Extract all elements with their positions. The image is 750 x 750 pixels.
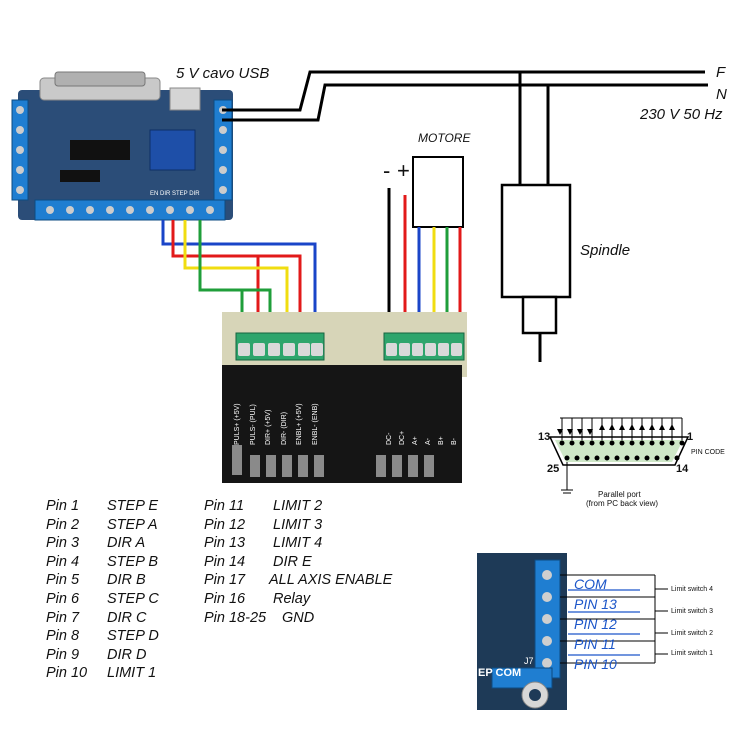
limit-board-text-2: J7 [524,656,534,666]
motor-label: MOTORE [418,131,471,145]
parallel-port-connector [548,417,690,494]
pp-caption-1: Parallel port [598,490,641,499]
board-port-label: EN DIR STEP DIR [150,191,200,197]
stepper-driver [222,312,467,483]
limit-pin-11: PIN 11 [574,636,616,652]
driver-left-labels: PULS+ (+5V) PULS- (PUL) DIR+ (+5V) DIR- … [230,345,319,445]
driver-label: PULS- (PUL) [249,404,257,445]
limit-pin-13: PIN 13 [574,596,617,612]
mains-label: 230 V 50 Hz [640,106,723,123]
limit-switch-1-label: Limit switch 1 [671,650,714,657]
limit-switch-4-label: Limit switch 4 [671,586,714,593]
driver-label: B+ [438,436,445,445]
driver-label: B- [451,438,458,445]
pp-pin-14: 14 [676,463,689,475]
driver-label: DIR- (DIR) [280,411,288,445]
driver-label: DIR+ (+5V) [265,409,272,445]
limit-pin-12: PIN 12 [574,616,617,632]
limit-switch-2-label: Limit switch 2 [671,630,714,637]
driver-label: ENBL+ (+5V) [296,403,303,445]
pp-pin-code: PIN CODE [691,449,725,456]
neutral-label: N [716,86,727,103]
limit-board-text: EP COM [478,667,522,679]
limit-switch-panel [477,553,668,710]
pp-pin-1: 1 [687,431,694,443]
breakout-board [11,71,233,221]
driver-right-labels: DC- DC+ A+ A- B+ B- [383,415,473,445]
limit-pin-com: COM [574,576,607,592]
pp-pin-25: 25 [547,463,560,475]
spindle [500,183,572,335]
limit-switch-3-label: Limit switch 3 [671,608,714,615]
driver-label: A+ [412,436,419,445]
spindle-label: Spindle [580,242,631,259]
driver-label: DC- [386,432,393,445]
phase-label: F [716,64,726,81]
mains-wires [222,70,708,362]
driver-label: PULS+ (+5V) [234,403,241,445]
driver-label: DC+ [399,430,406,445]
limit-pin-10: PIN 10 [574,656,617,672]
pp-pin-13: 13 [538,431,551,443]
driver-label: ENBL- (ENB) [311,403,319,445]
pp-caption-2: (from PC back view) [586,499,659,508]
minus-sign: - [383,158,391,183]
usb-cable-label: 5 V cavo USB [176,65,270,82]
plus-sign: + [397,158,410,183]
driver-label: A- [425,438,432,445]
